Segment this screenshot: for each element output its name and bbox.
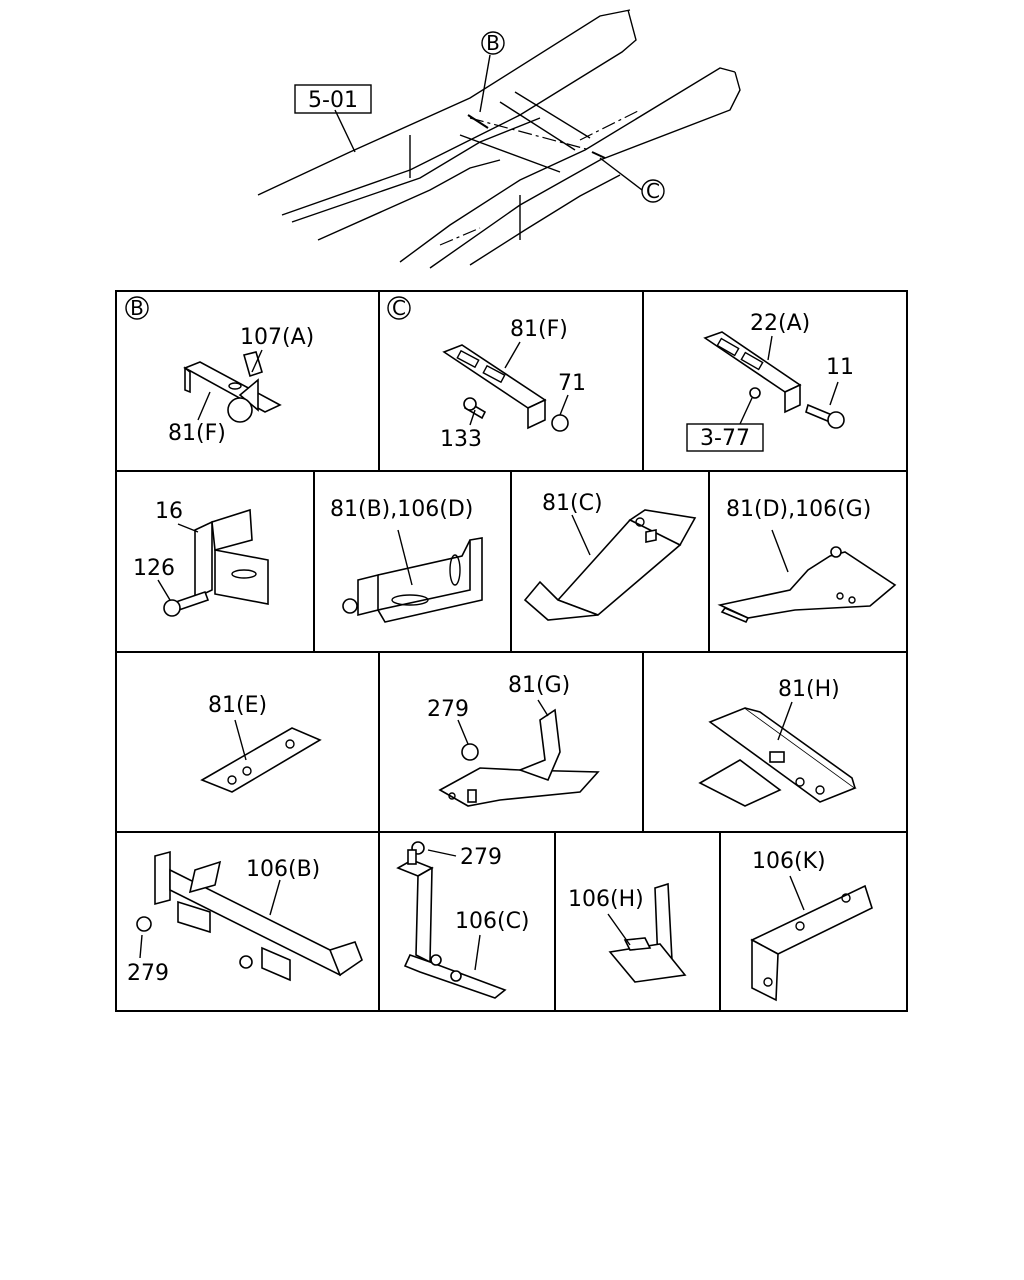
cell-81d-106g-label: 81(D),106(G) [726,497,871,522]
cell-81g-label: 81(G) [508,673,570,698]
cell-106c-label: 106(C) [455,909,530,934]
cell-b: B 107(A) 81(F) [125,296,314,446]
cell-c-label-bolt: 133 [440,427,482,452]
cell-106b-label: 106(B) [246,857,320,882]
cell-c-label-nut: 71 [558,371,586,396]
cell-81d-106g: 81(D),106(G) [717,497,897,624]
cell-106b-nut-label: 279 [127,961,169,986]
cell-106h-label: 106(H) [568,887,644,912]
plate-81e [200,727,322,793]
cell-81b-106d-label: 81(B),106(D) [330,497,473,522]
callout-b-text: B [486,31,500,55]
cell-c: C 81(F) 71 133 [387,296,586,452]
bracket-81d-106g [717,546,897,624]
bracket-81g [438,708,600,807]
cell-b-label-top: 107(A) [240,325,314,350]
cell-106b: 106(B) 279 [127,850,363,986]
callout-c: C [641,179,665,203]
detail-grid [115,290,908,1012]
cell-106c-nut-label: 279 [460,845,502,870]
cell-81g: 81(G) 279 [427,673,600,807]
cell-b-label-bottom: 81(F) [168,421,226,446]
cell-106k-label: 106(K) [752,849,826,874]
bracket-81c [523,509,697,621]
cell-16-label: 16 [155,499,183,524]
bracket-81b-106d [342,537,483,623]
bracket-106k [750,884,873,1002]
bracket-81f-b [183,351,282,423]
callout-c-text: C [646,179,660,203]
bracket-106h [608,882,687,983]
bracket-106c [396,841,507,999]
cell-81e-label: 81(E) [208,693,267,718]
callout-b: B [481,31,505,55]
ref-box-3-77-text: 3-77 [700,426,750,451]
bracket-22a [703,331,845,429]
cell-b-corner: B [130,296,144,320]
cell-81e: 81(E) [200,693,322,793]
cell-a-label-top: 22(A) [750,311,810,336]
cell-16-126: 16 126 [133,499,269,617]
cell-106h: 106(H) [568,882,687,983]
bracket-81f-c [442,344,569,432]
cell-126-label: 126 [133,556,175,581]
cell-106k: 106(K) [750,849,873,1002]
ref-box-5-01: 5-01 [294,84,372,114]
bracket-81h [698,707,857,807]
cell-c-label-top: 81(F) [510,317,568,342]
cell-106c: 279 106(C) [396,841,530,999]
cell-c-corner: C [392,296,406,320]
bracket-106b [136,850,363,982]
bracket-16 [163,508,269,617]
ref-box-5-01-text: 5-01 [308,88,358,113]
cell-81g-nut-label: 279 [427,697,469,722]
cell-81c-label: 81(C) [542,491,603,516]
cell-81h: 81(H) [698,677,857,807]
cell-a: 22(A) 11 3-77 [686,311,854,452]
cell-81c: 81(C) [523,491,697,621]
cell-81b-106d: 81(B),106(D) [330,497,483,623]
frame-overview [257,9,741,269]
cell-81h-label: 81(H) [778,677,840,702]
cell-a-label-bolt: 11 [826,355,854,380]
